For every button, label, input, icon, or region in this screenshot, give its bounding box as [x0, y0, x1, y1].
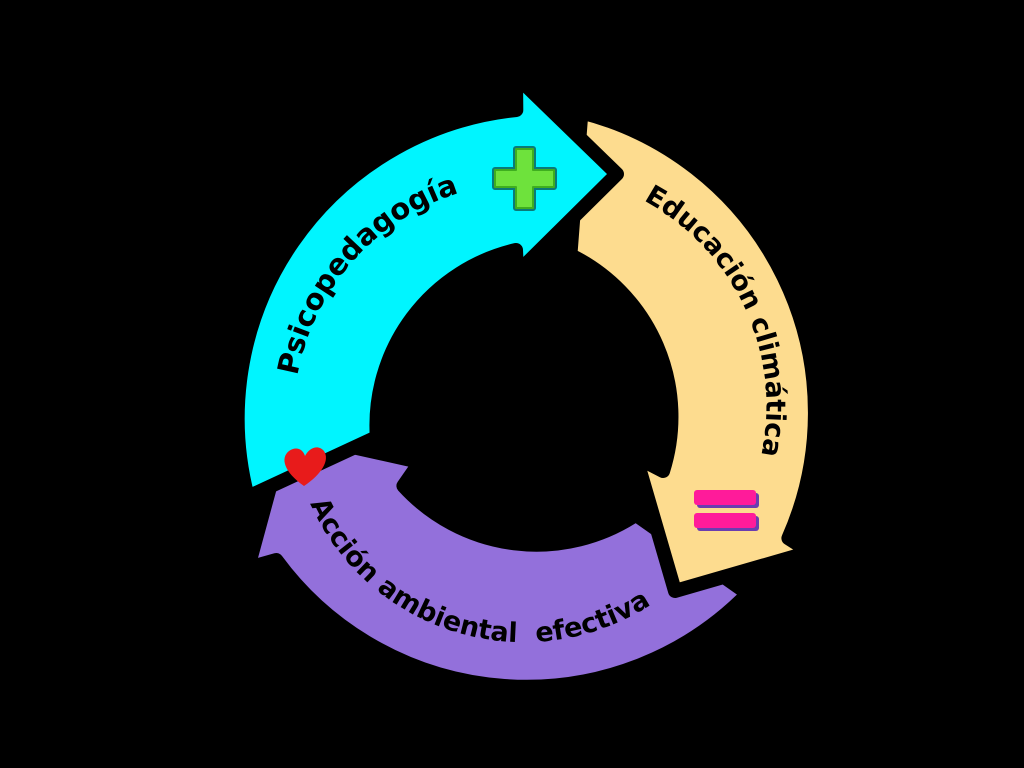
heart-icon: [284, 447, 326, 486]
arrow-educacion-climatica: [563, 105, 822, 598]
arrow-accion-ambiental: [241, 425, 755, 694]
equals-icon: [694, 490, 759, 531]
plus-icon: [492, 146, 557, 211]
arrow-psicopedagogia: [230, 69, 624, 504]
